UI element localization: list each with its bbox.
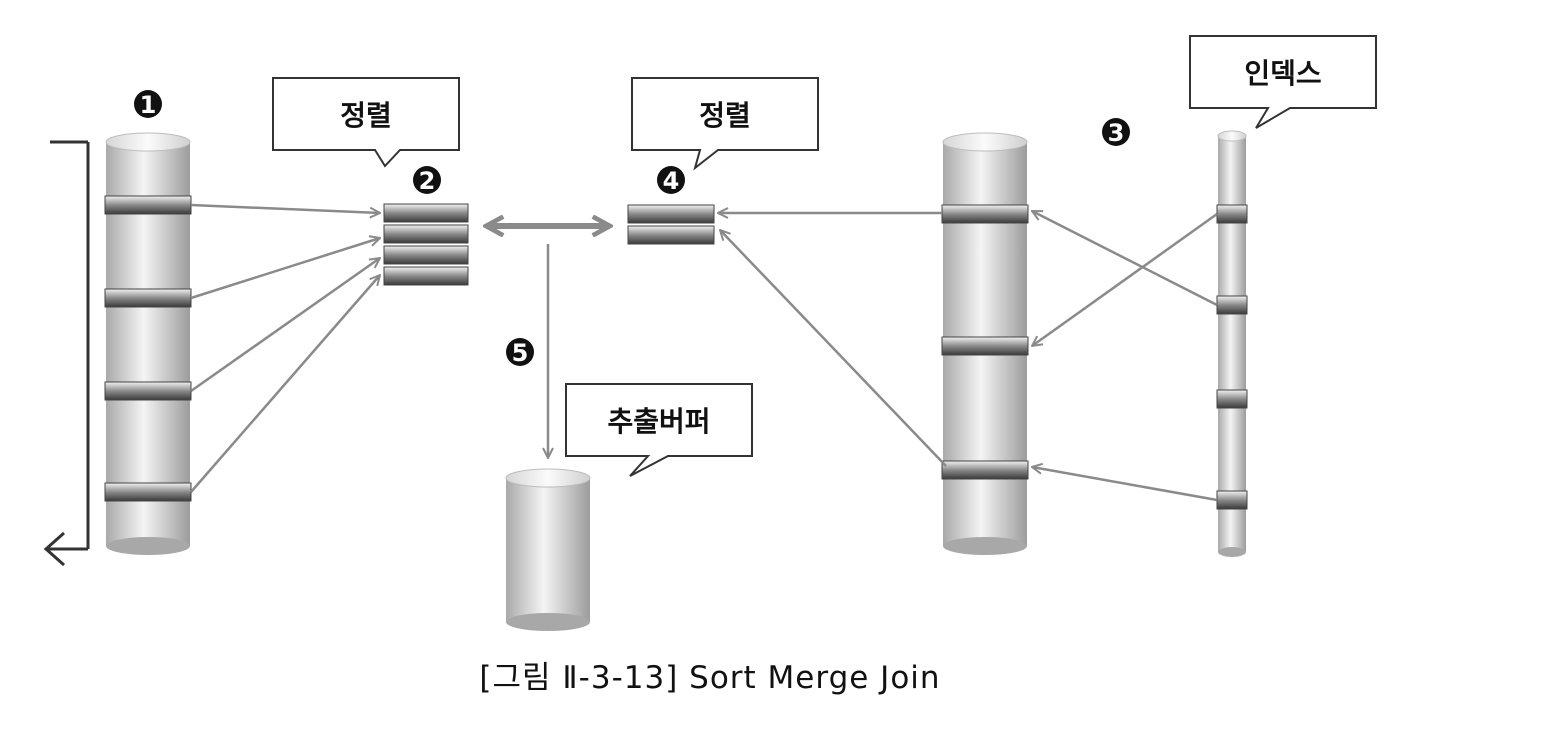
- index-to-table-2-arrows: [1032, 209, 1218, 502]
- sorted-block-2: [383, 203, 469, 286]
- table-1-row: [104, 381, 192, 401]
- callout-sort-left: 정렬: [272, 77, 460, 168]
- svg-text:1: 1: [140, 91, 157, 119]
- sorted-block-4: [627, 204, 715, 245]
- table-1-row: [104, 482, 192, 502]
- table-2-row: [941, 204, 1029, 224]
- step-1-badge: 1: [134, 90, 162, 119]
- step-5-badge: 5: [506, 338, 534, 367]
- figure-caption: [그림 Ⅱ-3-13] Sort Merge Join: [479, 660, 940, 696]
- step-3-badge: 3: [1102, 118, 1130, 147]
- table-2-to-sort-arrows: [718, 213, 947, 467]
- table-1-cylinder: [104, 132, 192, 555]
- callout-sort-right: 정렬: [631, 77, 819, 171]
- table-2-cylinder: [941, 132, 1029, 555]
- table-2-row: [941, 460, 1029, 480]
- svg-text:5: 5: [512, 339, 529, 367]
- callout-index: 인덱스: [1189, 35, 1377, 129]
- table-1-row: [104, 288, 192, 308]
- svg-text:추출버퍼: 추출버퍼: [607, 405, 710, 438]
- table-1-row: [104, 195, 192, 215]
- full-scan-bracket: [43, 140, 90, 567]
- index-entry: [1216, 490, 1248, 510]
- step-2-badge: 2: [413, 166, 441, 195]
- svg-text:인덱스: 인덱스: [1244, 57, 1321, 90]
- table-2-row: [941, 336, 1029, 356]
- svg-text:4: 4: [663, 167, 680, 195]
- step-4-badge: 4: [657, 166, 685, 195]
- svg-text:3: 3: [1108, 119, 1125, 147]
- output-buffer-cylinder: [505, 468, 591, 631]
- svg-text:정렬: 정렬: [699, 99, 751, 132]
- callout-output-buffer: 추출버퍼: [565, 383, 753, 477]
- table-1-to-sort-arrows: [190, 203, 380, 493]
- svg-text:2: 2: [419, 167, 436, 195]
- index-cylinder: [1216, 130, 1248, 557]
- index-entry: [1216, 295, 1248, 315]
- index-entry: [1216, 204, 1248, 224]
- svg-text:정렬: 정렬: [340, 99, 392, 132]
- index-entry: [1216, 389, 1248, 409]
